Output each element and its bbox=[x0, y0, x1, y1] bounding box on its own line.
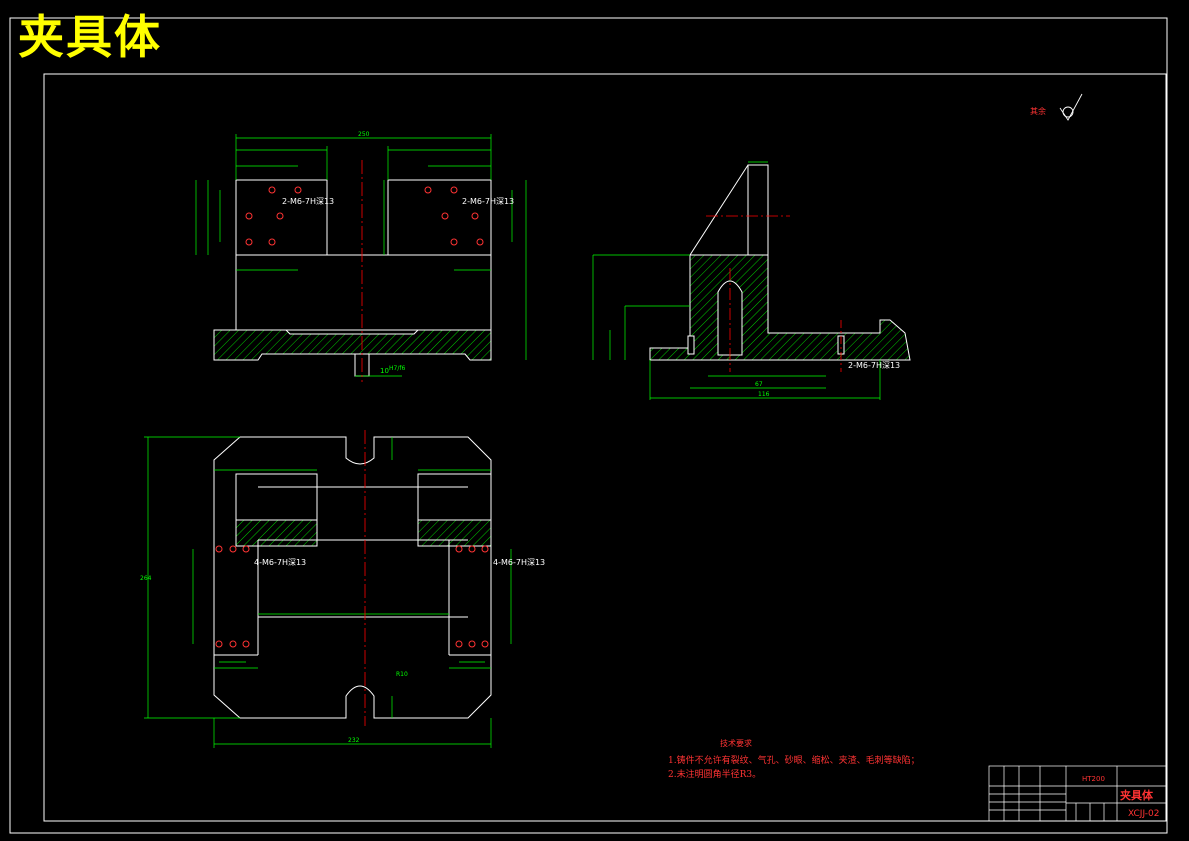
roughness-label: 其余 bbox=[1030, 107, 1046, 116]
top-view-dimensions bbox=[144, 436, 512, 748]
tech-req-item-1: 1.铸件不允许有裂纹、气孔、砂眼、缩松、夹渣、毛刺等缺陷； bbox=[668, 756, 920, 766]
title-block-part-name: 夹具体 bbox=[1120, 789, 1153, 802]
roughness-symbol-icon bbox=[1059, 93, 1083, 121]
top-right-thread-callout: 4-M6-7H深13 bbox=[493, 558, 545, 567]
front-view bbox=[213, 179, 492, 377]
top-view bbox=[213, 436, 492, 719]
front-left-thread-callout: 2-M6-7H深13 bbox=[282, 197, 334, 206]
side-width-2-dim: 116 bbox=[758, 391, 770, 398]
outer-border bbox=[9, 17, 1168, 834]
top-width-dim: 232 bbox=[348, 737, 360, 744]
side-thread-callout: 2-M6-7H深13 bbox=[848, 361, 900, 370]
front-view-dimensions bbox=[195, 134, 527, 377]
top-left-thread-callout: 4-M6-7H深13 bbox=[254, 558, 306, 567]
side-view bbox=[649, 164, 911, 361]
title-block bbox=[988, 765, 1167, 822]
title-block-drawing-code: XCJJ-02 bbox=[1128, 809, 1160, 819]
front-width-dim: 250 bbox=[358, 131, 370, 138]
top-radius-dim: R10 bbox=[396, 671, 408, 678]
top-height-dim: 264 bbox=[140, 575, 152, 582]
inner-border bbox=[43, 73, 1167, 822]
front-right-thread-callout: 2-M6-7H深13 bbox=[462, 197, 514, 206]
title-block-material: HT200 bbox=[1082, 775, 1105, 783]
side-width-1-dim: 67 bbox=[755, 381, 763, 388]
tech-req-item-2: 2.未注明圆角半径R3。 bbox=[668, 770, 762, 780]
side-view-dimensions bbox=[592, 161, 881, 400]
front-slot-dim: 10 bbox=[380, 367, 389, 375]
drawing-title: 夹具体 bbox=[18, 10, 162, 64]
tech-req-heading: 技术要求 bbox=[720, 739, 752, 748]
front-fit-dim: H7/f6 bbox=[389, 365, 405, 372]
